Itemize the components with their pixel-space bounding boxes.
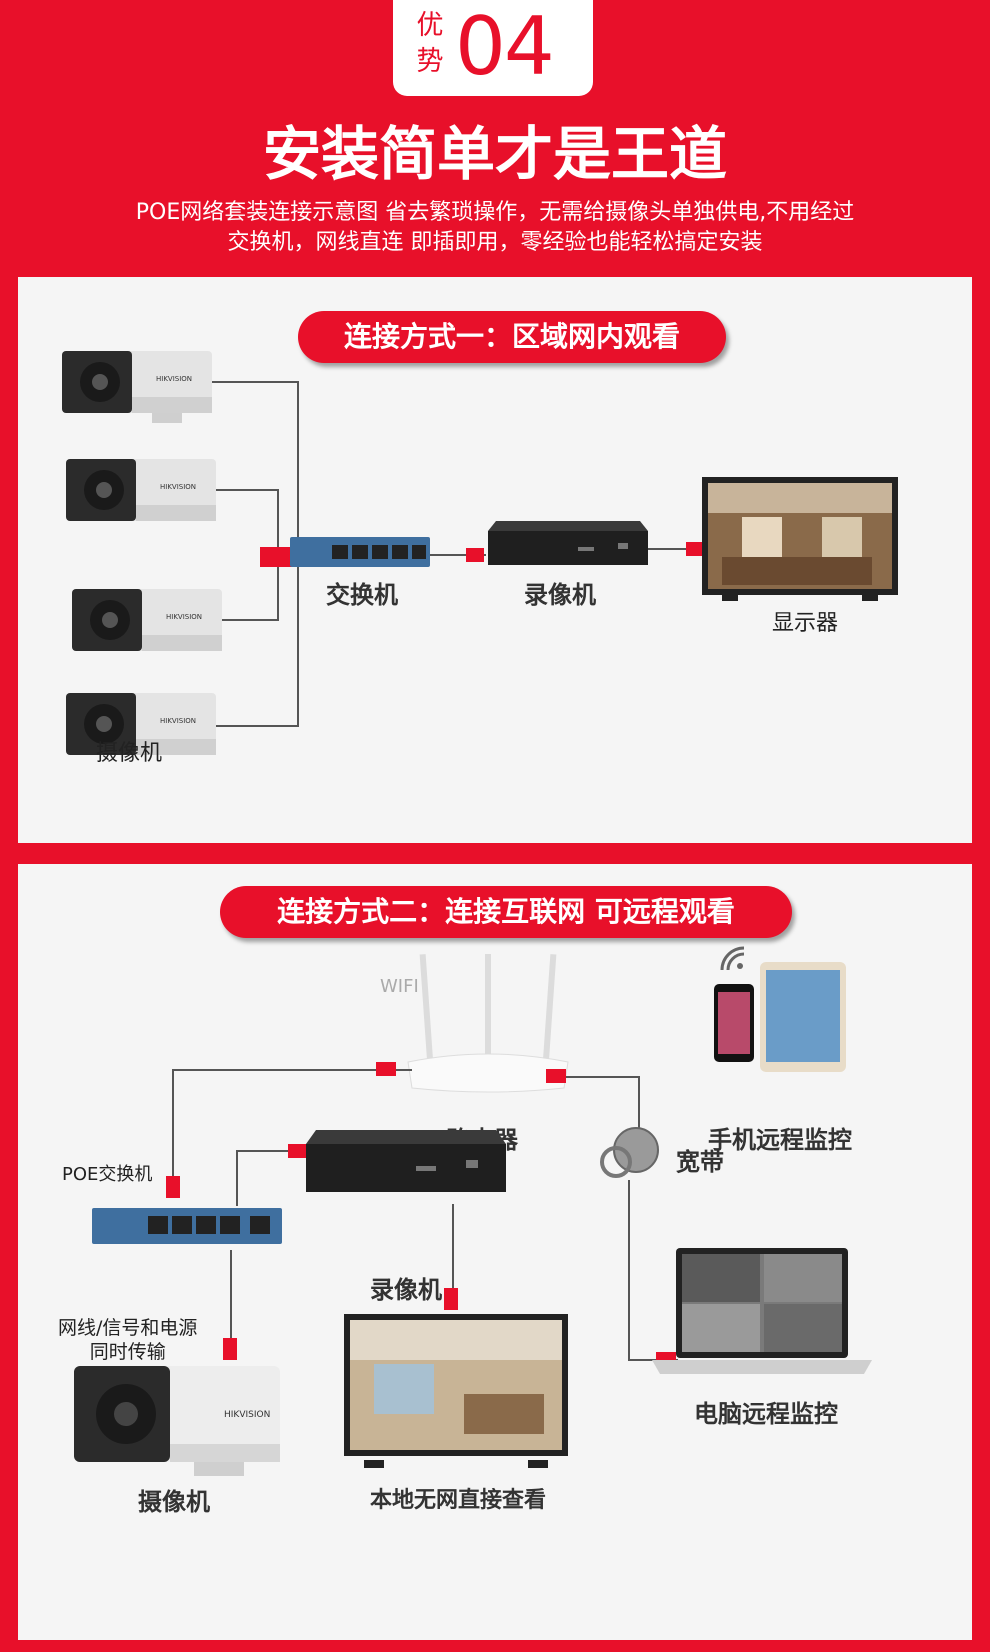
wire-cam2 — [216, 489, 278, 491]
router-image — [398, 954, 578, 1094]
connector-tv-in — [444, 1288, 458, 1310]
wire-nvr-monitor — [648, 548, 704, 550]
page-description: POE网络套装连接示意图 省去繁琐操作，无需给摄像头单独供电,不用经过 交换机，… — [0, 198, 990, 258]
camera-1-brand: HIKVISION — [156, 375, 193, 383]
wifi-label: WIFI — [380, 976, 419, 997]
camera-4-image: HIKVISION — [66, 687, 216, 767]
badge-label-char-1: 优 — [416, 10, 444, 41]
camera-label-2: 摄像机 — [138, 1488, 210, 1516]
wire-router-left — [172, 1069, 412, 1071]
wifi-signal-icon — [718, 944, 748, 974]
wire-router-right-down — [638, 1076, 640, 1166]
switch-image — [290, 535, 430, 571]
mobile-label: 手机远程监控 — [708, 1126, 852, 1154]
panel-1-title: 连接方式一：区域网内观看 — [298, 311, 726, 363]
camera-4-brand: HIKVISION — [160, 717, 197, 725]
pc-label: 电脑远程监控 — [694, 1400, 838, 1428]
connector-router-left — [376, 1062, 396, 1076]
local-label: 本地无网直接查看 — [370, 1488, 547, 1513]
wire-nvr-tv — [452, 1204, 454, 1294]
camera-label: 摄像机 — [96, 741, 163, 766]
laptop-image — [652, 1248, 872, 1388]
nvr-2-image — [306, 1130, 506, 1194]
camera-2-brand: HIKVISION — [160, 483, 197, 491]
connector-camera-in — [223, 1338, 237, 1360]
local-tv-image — [344, 1314, 568, 1474]
switch-label: 交换机 — [326, 581, 398, 609]
panel-2-title: 连接方式二：连接互联网 可远程观看 — [220, 886, 792, 938]
camera-1-image: HIKVISION — [62, 345, 212, 425]
camera-3-brand: HIKVISION — [166, 613, 203, 621]
camera-2-image: HIKVISION — [66, 453, 216, 533]
wire-cam4 — [216, 725, 298, 727]
camera-large-image: HIKVISION — [74, 1364, 284, 1484]
badge-label-char-2: 势 — [416, 46, 444, 77]
wire-router-left-down — [172, 1069, 174, 1197]
wire-broadband-down — [628, 1180, 630, 1360]
monitor-image — [702, 477, 898, 603]
nvr-image — [488, 521, 648, 567]
wire-cam3 — [222, 619, 278, 621]
description-line-2: 交换机，网线直连 即插即用，零经验也能轻松搞定安装 — [227, 230, 763, 255]
badge-number: 04 — [455, 0, 555, 93]
description-line-1: POE网络套装连接示意图 省去繁琐操作，无需给摄像头单独供电,不用经过 — [135, 200, 855, 225]
page-headline: 安装简单才是王道 — [262, 120, 727, 188]
mobile-devices-image — [714, 962, 854, 1072]
broadband-label: 宽带 — [676, 1148, 724, 1176]
camera-3-image: HIKVISION — [72, 583, 222, 663]
nvr-label: 录像机 — [524, 581, 596, 609]
cable-label-line-1: 网线/信号和电源 — [58, 1317, 198, 1339]
wire-poe-camera — [230, 1250, 232, 1340]
connector-nvr-left — [288, 1144, 308, 1158]
connection-panel-1: 连接方式一：区域网内观看 HIKVISION HIKVISION — [18, 277, 972, 843]
connector-monitor-in — [686, 542, 704, 556]
wire-poe-nvr-top — [236, 1150, 312, 1152]
connection-panel-2: 连接方式二：连接互联网 可远程观看 WIFI 路由器 手机远程监控 — [18, 864, 972, 1640]
camera-large-brand: HIKVISION — [224, 1410, 271, 1420]
monitor-label: 显示器 — [772, 611, 839, 636]
connector-poe-top — [166, 1176, 180, 1198]
connector-nvr-in — [466, 548, 484, 562]
nvr-2-label: 录像机 — [370, 1276, 442, 1304]
poe-switch-label: POE交换机 — [62, 1164, 153, 1185]
wire-switch-nvr — [430, 554, 486, 556]
poe-switch-image — [92, 1204, 282, 1248]
badge-label: 优 势 — [415, 8, 445, 80]
wire-cam1 — [212, 381, 298, 383]
cable-label: 网线/信号和电源 同时传输 — [58, 1316, 197, 1364]
cable-label-line-2: 同时传输 — [89, 1341, 166, 1363]
wire-poe-nvr-up — [236, 1150, 238, 1206]
advantage-badge: 优 势 04 — [393, 0, 593, 96]
wire-router-right — [566, 1076, 640, 1078]
connector-switch-in — [260, 547, 296, 567]
broadband-globe-icon — [596, 1120, 670, 1182]
connector-router-right — [546, 1069, 566, 1083]
